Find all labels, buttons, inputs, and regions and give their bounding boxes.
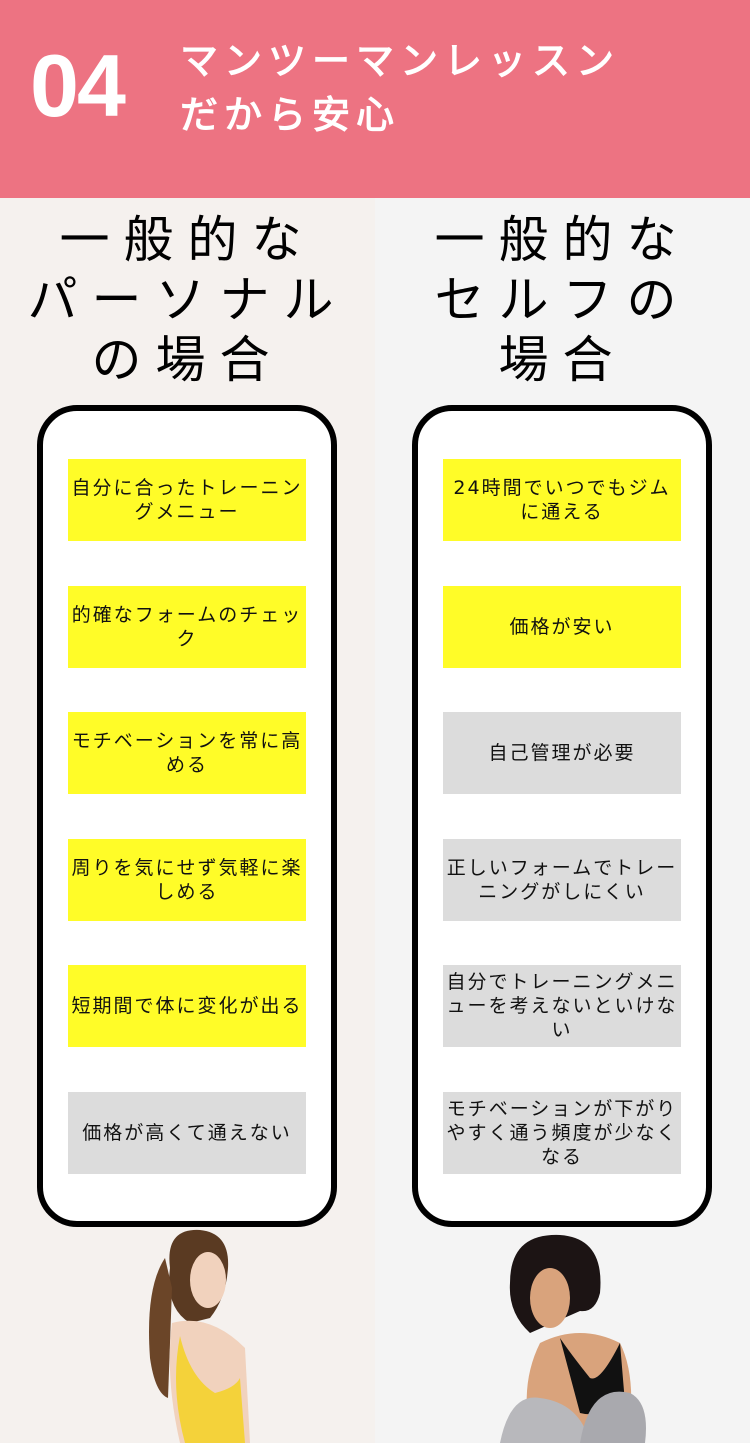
self-list-box: 24時間でいつでもジムに通える 価格が安い 自己管理が必要 正しいフォームでトレ… — [412, 405, 712, 1227]
list-item: モチベーションを常に高める — [68, 712, 306, 795]
woman-black-top-photo — [500, 1234, 646, 1443]
list-item: 価格が高くて通えない — [68, 1092, 306, 1174]
self-column-title: 一般的な セルフの 場合 — [434, 211, 691, 389]
list-item: 短期間で体に変化が出る — [68, 965, 306, 1048]
list-item: 価格が安い — [443, 585, 681, 668]
section-title: マンツーマンレッスン だから安心 — [180, 34, 620, 142]
section-title-line2: だから安心 — [180, 93, 401, 137]
personal-column: 一般的な パーソナル の場合 自分に合ったトレーニングメニュー 的確なフォームの… — [0, 198, 375, 1443]
section-number: 04 — [30, 36, 126, 135]
section-title-line1: マンツーマンレッスン — [180, 39, 621, 83]
list-item: 24時間でいつでもジムに通える — [443, 459, 681, 541]
list-item: 的確なフォームのチェック — [68, 585, 306, 668]
self-column: 一般的な セルフの 場合 24時間でいつでもジムに通える 価格が安い 自己管理が… — [375, 198, 750, 1443]
woman-yellow-top-photo — [149, 1229, 250, 1443]
list-item: 自分に合ったトレーニングメニュー — [68, 459, 306, 541]
list-item: モチベーションが下がりやすく通う頻度が少なくなる — [443, 1092, 681, 1174]
section-header: 04 マンツーマンレッスン だから安心 — [0, 0, 750, 198]
list-item: 周りを気にせず気軽に楽しめる — [68, 838, 306, 921]
personal-list-box: 自分に合ったトレーニングメニュー 的確なフォームのチェック モチベーションを常に… — [37, 405, 337, 1227]
list-item: 自己管理が必要 — [443, 712, 681, 795]
list-item: 正しいフォームでトレーニングがしにくい — [443, 838, 681, 921]
list-item: 自分でトレーニングメニューを考えないといけない — [443, 965, 681, 1048]
personal-column-title: 一般的な パーソナル の場合 — [27, 211, 348, 389]
